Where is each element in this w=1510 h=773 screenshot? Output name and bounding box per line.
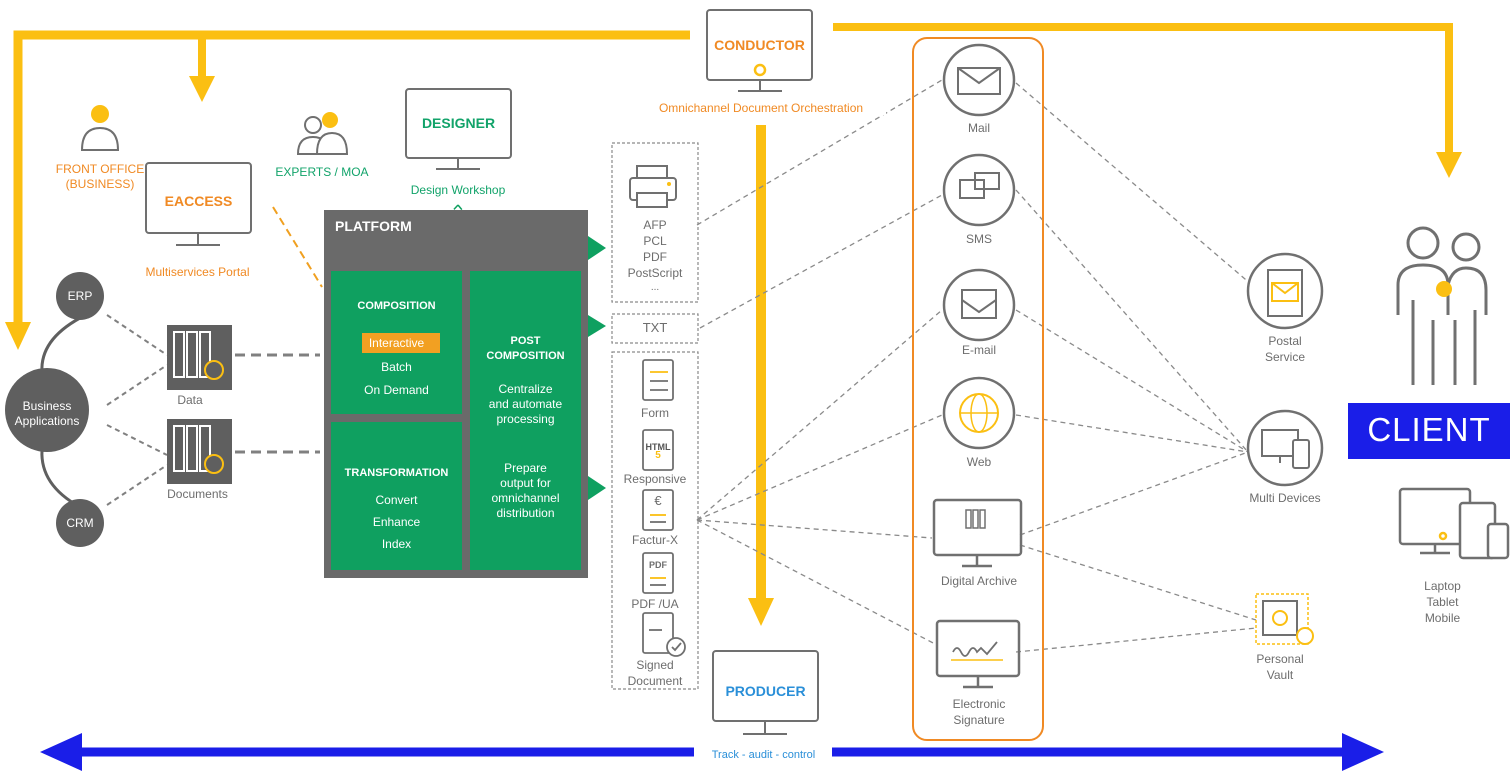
format-afp: AFP [643,218,667,232]
composition-title: COMPOSITION [357,300,436,312]
conductor-subtitle: Omnichannel Document Orchestration [636,101,886,115]
transformation-item-index[interactable]: Index [381,537,412,551]
client-devices-icon [1398,487,1510,560]
designer-subtitle: Design Workshop [410,183,506,197]
pdf-icon-label: PDF [649,560,667,570]
documents-store-icon [167,419,232,484]
post-composition-text2: Prepare output for omnichannel distribut… [491,461,560,520]
format-more: ... [650,282,660,293]
erp-label: ERP [67,289,93,303]
business-applications-label: Business Applications [14,399,80,428]
producer-title[interactable]: PRODUCER [725,683,806,699]
transformation-item-convert[interactable]: Convert [375,493,418,507]
transformation-item-enhance[interactable]: Enhance [372,515,421,529]
eaccess-connector [272,206,323,288]
composition-item-on-demand[interactable]: On Demand [364,383,429,397]
document-format-icons [642,359,686,657]
eaccess-title[interactable]: EACCESS [164,193,233,209]
client-family-icon [1396,226,1488,385]
channels-panel [912,37,1044,741]
conductor-monitor [706,9,813,92]
front-office-label: FRONT OFFICE (BUSINESS) [50,162,150,192]
html-icon-label: HTML [645,442,671,452]
client-banner [1348,403,1510,459]
channel-connectors [696,79,1257,653]
eaccess-subtitle: Multiservices Portal [145,265,250,279]
composition-item-interactive[interactable]: Interactive [368,336,425,350]
doc-format-pdf-ua: PDF /UA [631,597,679,611]
channel-sms[interactable]: SMS [965,232,992,246]
post-composition-title: POST COMPOSITION [486,335,565,362]
composition-item-batch[interactable]: Batch [381,360,412,374]
client-devices-label: Laptop Tablet Mobile [1424,579,1461,625]
html5-icon-label: 5 [655,450,661,461]
platform-title: PLATFORM [335,218,412,234]
doc-format-responsive: Responsive [623,472,687,486]
designer-monitor [405,88,512,170]
channel-web[interactable]: Web [966,455,992,469]
post-composition-text1: Centralize and automate processing [488,382,563,426]
producer-monitor [712,650,819,735]
tracking-label: Track - audit - control [711,749,816,761]
format-pdf: PDF [643,250,667,264]
format-postscript: PostScript [627,266,683,280]
conductor-title[interactable]: CONDUCTOR [714,37,805,53]
front-office-line2: (BUSINESS) [65,177,135,191]
track-arrow [40,733,1384,771]
printer-icon [629,165,677,208]
format-txt: TXT [642,320,668,335]
channel-icons [932,43,1023,689]
front-office-line1: FRONT OFFICE [55,162,145,176]
receiver-multi: Multi Devices [1249,491,1321,505]
receiver-icons [1246,252,1324,645]
channel-email[interactable]: E-mail [961,343,996,357]
experts-people-icon [296,112,349,155]
data-store-label: Data [177,393,203,407]
output-format-boxes [611,142,699,690]
front-office-person-icon [80,105,120,151]
channel-electronic-signature[interactable]: Electronic Signature [952,697,1006,727]
platform-box [324,210,606,578]
business-network [5,272,104,547]
receiver-vault: Personal Vault [1256,652,1304,682]
doc-format-form: Form [641,406,669,420]
interactive-highlight [362,333,440,353]
euro-icon-label: € [654,493,662,508]
doc-format-factur-x: Factur-X [631,533,678,547]
crm-label: CRM [66,516,94,530]
documents-store-label: Documents [167,487,228,501]
transformation-title: TRANSFORMATION [344,467,449,479]
designer-title[interactable]: DESIGNER [421,115,496,131]
data-store-icon [167,325,232,390]
dashed-connectors [106,314,320,506]
channel-mail[interactable]: Mail [967,121,990,135]
doc-format-signed: Signed Document [627,658,683,688]
eaccess-monitor [145,162,252,246]
channel-digital-archive[interactable]: Digital Archive [940,574,1018,588]
receiver-postal: Postal Service [1264,334,1305,364]
format-pcl: PCL [643,234,667,248]
experts-label: EXPERTS / MOA [275,165,369,179]
conductor-flow-arrows [5,23,1462,626]
client-label[interactable]: CLIENT [1367,411,1491,448]
